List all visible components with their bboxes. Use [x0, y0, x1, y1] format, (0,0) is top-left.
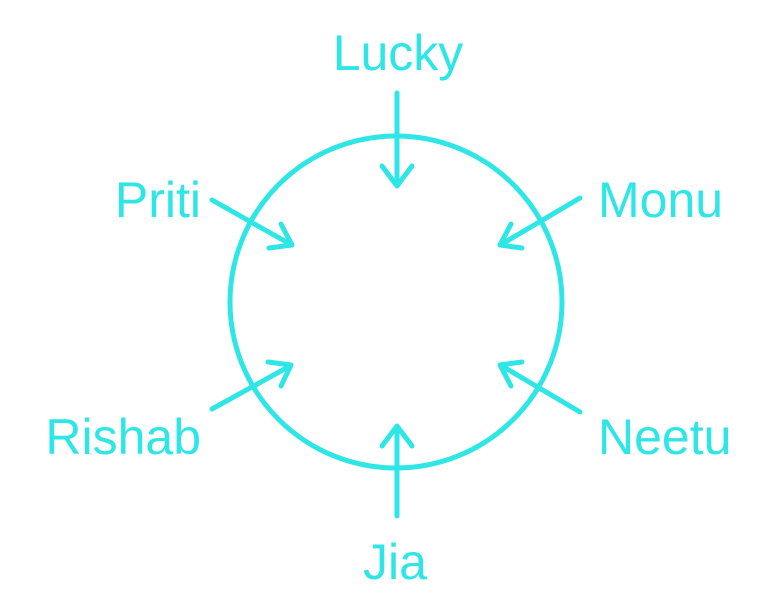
person-label-jia: Jia — [363, 534, 427, 590]
arrow-rishab-line — [209, 363, 293, 412]
seat-monu: Monu — [497, 172, 723, 251]
seat-priti: Priti — [115, 172, 295, 251]
person-label-neetu: Neetu — [598, 409, 731, 465]
arrow-priti-line — [209, 197, 293, 247]
arrow-lucky-head — [379, 163, 415, 189]
arrow-neetu-head — [497, 359, 525, 389]
arrow-monu-head — [497, 221, 525, 251]
arrow-monu-line — [499, 195, 583, 247]
arrow-neetu-line — [499, 363, 583, 415]
seat-neetu: Neetu — [497, 359, 731, 465]
person-label-monu: Monu — [598, 172, 723, 228]
person-label-lucky: Lucky — [333, 25, 464, 81]
arrow-priti-head — [266, 221, 295, 251]
person-label-priti: Priti — [115, 172, 201, 228]
seat-jia: Jia — [363, 423, 427, 590]
person-label-rishab: Rishab — [45, 409, 201, 465]
arrow-jia-head — [379, 423, 415, 449]
seat-lucky: Lucky — [333, 25, 464, 189]
arrow-rishab-head — [265, 359, 294, 389]
seat-rishab: Rishab — [45, 359, 294, 465]
